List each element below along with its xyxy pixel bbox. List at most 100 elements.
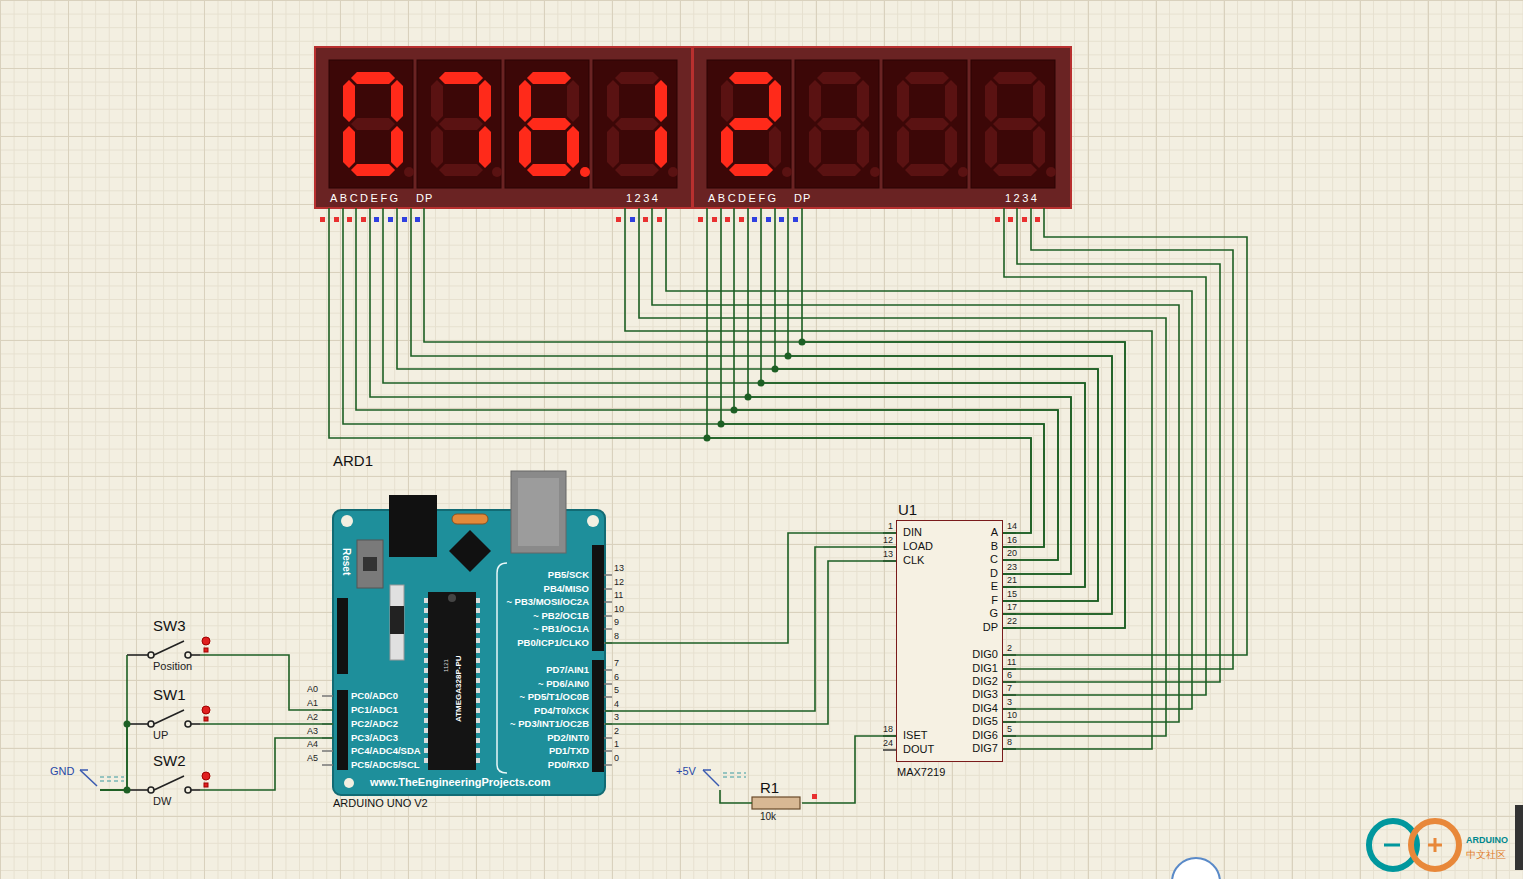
pin-state-marker xyxy=(320,217,1040,222)
watermark: 中文社区 xyxy=(1466,849,1506,860)
pin-name: E xyxy=(991,580,998,592)
pin-name: ~ PD3/INT1/OC2B xyxy=(510,719,589,729)
wire-connector xyxy=(605,533,896,643)
wire-connector xyxy=(721,208,1044,547)
pin-number: 13 xyxy=(883,550,893,559)
net-label: +5V xyxy=(676,765,696,777)
pin-number: 13 xyxy=(614,564,624,573)
part-value: ARDUINO UNO V2 xyxy=(333,797,428,809)
wire-connector xyxy=(424,208,1125,628)
pin-name: C xyxy=(990,553,998,565)
pin-number: 7 xyxy=(1007,684,1012,693)
wire-connector xyxy=(1003,208,1206,695)
pin-number: 20 xyxy=(1007,549,1017,558)
pin-number: 24 xyxy=(883,739,893,748)
watermark-logo xyxy=(1369,805,1523,870)
pin-name: DIG4 xyxy=(972,702,998,714)
pin-number: 0 xyxy=(614,754,619,763)
pin-name: DIG1 xyxy=(972,662,998,674)
resistor: R1 10k xyxy=(752,780,802,824)
wire-connector xyxy=(605,547,896,711)
resistor-symbol xyxy=(752,794,817,809)
pin-number: 18 xyxy=(883,725,893,734)
pin-number: 9 xyxy=(614,618,619,627)
pin-number: 8 xyxy=(1007,738,1012,747)
seven-segment-display: ABCDEFG DP 1234 xyxy=(693,47,1071,208)
pin-name: PD1/TXD xyxy=(549,746,589,756)
pin-number: 12 xyxy=(614,578,624,587)
wire-connector xyxy=(734,208,1058,560)
pin-name: LOAD xyxy=(903,540,933,552)
switch-state-dot xyxy=(202,637,210,787)
pin-name: DIG2 xyxy=(972,675,998,687)
pin-number: 7 xyxy=(614,659,619,668)
pin-number: 16 xyxy=(1007,536,1017,545)
pin-number: 21 xyxy=(1007,576,1017,585)
pin-number: 5 xyxy=(614,686,619,695)
pin-name: A xyxy=(991,526,998,538)
pin-group-label: 1234 xyxy=(626,192,660,204)
part-value: 10k xyxy=(760,811,776,822)
pin-group-label: DP xyxy=(794,192,811,204)
wire-connector xyxy=(625,208,1152,749)
part-reference: R1 xyxy=(760,780,779,797)
power-terminal: +5V xyxy=(674,763,722,790)
segment-off xyxy=(343,72,1056,177)
pin-number: A2 xyxy=(307,713,318,722)
power-symbol xyxy=(703,770,746,786)
part-reference: SW2 xyxy=(153,753,186,770)
pin-name: PD2/INT0 xyxy=(547,733,589,743)
board-url: www.TheEngineeringProjects.com xyxy=(370,776,551,788)
junction-dot xyxy=(124,339,806,794)
part-value: DW xyxy=(153,795,171,807)
pin-name: DP xyxy=(983,621,998,633)
pin-number: A5 xyxy=(307,754,318,763)
wire-connector xyxy=(1003,208,1220,682)
wire-connector xyxy=(1003,208,1233,669)
pin-number: 11 xyxy=(1007,658,1016,667)
pin-group-label: DP xyxy=(416,192,433,204)
wire-connector xyxy=(100,655,127,790)
pin-group-label: 1234 xyxy=(1005,192,1039,204)
pin-number: 2 xyxy=(614,727,619,736)
pin-group-label: ABCDEFG xyxy=(330,192,401,204)
pin-name: DIG7 xyxy=(972,742,998,754)
pin-name: DIN xyxy=(903,526,922,538)
wire-connector xyxy=(411,208,1112,614)
pin-number: 1 xyxy=(888,522,893,531)
part-reference: SW1 xyxy=(153,687,186,704)
pin-name: PC2/ADC2 xyxy=(351,719,398,729)
pin-number: 3 xyxy=(1007,698,1012,707)
pin-name: ~ PB1/OC1A xyxy=(533,624,589,634)
pin-name: DOUT xyxy=(903,743,934,755)
wire-connector xyxy=(343,208,1044,547)
part-reference: SW3 xyxy=(153,618,186,635)
segment-lit xyxy=(343,72,781,177)
display-housing xyxy=(315,47,1071,208)
ground-symbol xyxy=(80,770,124,786)
wire-connector xyxy=(720,790,752,803)
pin-name: PD4/T0/XCK xyxy=(534,706,589,716)
switch-symbol xyxy=(127,641,200,793)
pin-name: PC1/ADC1 xyxy=(351,705,398,715)
wire-connector xyxy=(200,655,333,710)
pin-number: A4 xyxy=(307,740,318,749)
wire-connector xyxy=(200,738,333,790)
push-switch: SW2DW xyxy=(127,753,200,809)
part-value: MAX7219 xyxy=(897,766,945,778)
pin-number: 11 xyxy=(614,591,623,600)
wire-connector xyxy=(707,208,1031,533)
wire-connector xyxy=(100,789,127,791)
pin-group-label: ABCDEFG xyxy=(708,192,779,204)
pin-name: DIG6 xyxy=(972,729,998,741)
pin-number: 10 xyxy=(614,605,624,614)
chip-marking: 1121 xyxy=(443,659,450,672)
pin-name: PB0/ICP1/CLKO xyxy=(517,638,589,648)
pin-number: 17 xyxy=(1007,603,1017,612)
wire-connector xyxy=(1003,208,1247,655)
pin-name: ~ PD5/T1/OC0B xyxy=(520,692,589,702)
pin-name: DIG3 xyxy=(972,688,998,700)
pin-number: 22 xyxy=(1007,617,1017,626)
